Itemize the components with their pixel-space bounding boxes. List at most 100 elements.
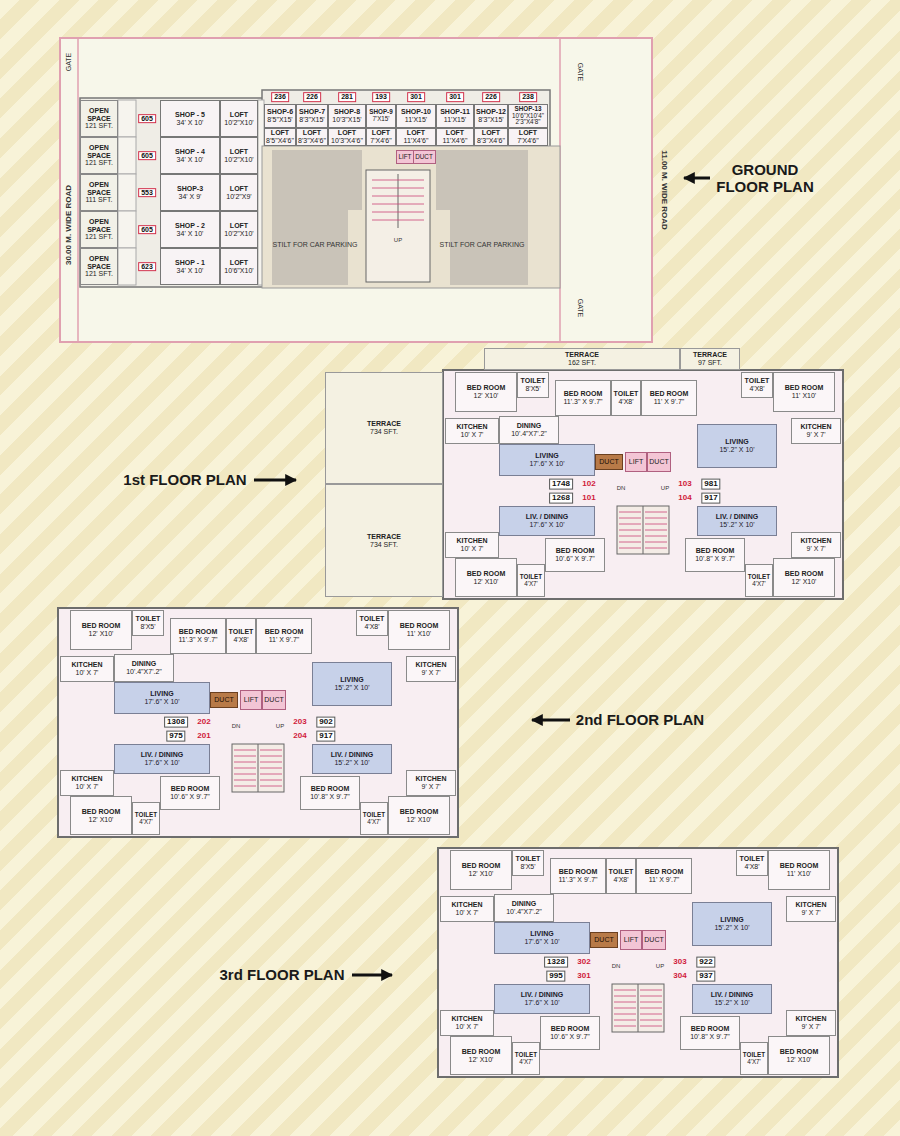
flat-area: 1308 — [164, 717, 188, 728]
shop-box: LOFT10'2"X9' — [220, 174, 258, 211]
room-name: LIFT — [244, 696, 258, 704]
room-dimension: 12' X10' — [469, 1056, 494, 1064]
room-dimension: 10'.6" X 9'.7" — [550, 1033, 590, 1041]
room-name: DUCT — [644, 936, 663, 944]
room-box: TOILET8'X5' — [132, 610, 164, 636]
living-room-box: LIV. / DINING17'.6" X 10' — [499, 506, 595, 536]
room-name: BED ROOM — [696, 547, 735, 555]
room-name: SHOP-13 — [515, 106, 542, 113]
room-name: LOFT — [303, 129, 321, 137]
flat-area: 922 — [696, 957, 715, 968]
room-name: LIV. / DINING — [526, 513, 569, 521]
parking-label: STILT FOR CAR PARKING — [440, 241, 525, 249]
room-box: BED ROOM12' X10' — [455, 558, 517, 597]
room-box: KITCHEN9' X 7' — [791, 418, 841, 444]
room-box: TOILET8'X5' — [512, 850, 544, 876]
shop-box: LOFT10'2"X10' — [220, 211, 258, 248]
room-dimension: 10'.8" X 9'.7" — [690, 1033, 730, 1041]
room-name: LOFT — [230, 185, 248, 193]
room-dimension: 8'3"X4'6" — [477, 137, 505, 145]
room-box: TOILET4'X8' — [611, 380, 641, 416]
room-dimension: 15'.2" X 10' — [714, 924, 749, 932]
room-name: LIVING — [150, 690, 173, 698]
room-name: BED ROOM — [785, 384, 824, 392]
area-number: 238 — [519, 92, 537, 102]
flat-area: 1748 — [549, 479, 573, 490]
room-name: DINING — [132, 660, 157, 668]
flat-area: 981 — [701, 479, 720, 490]
room-name: SHOP - 2 — [175, 222, 205, 230]
room-name: BED ROOM — [559, 868, 598, 876]
service-box: DUCT — [262, 690, 286, 710]
shop-box: SHOP-810'3"X15' — [328, 104, 366, 128]
flat-number: 201 — [197, 732, 210, 741]
room-box: DINING10'.4"X7'.2" — [114, 654, 174, 682]
room-dimension: 8'3"X15' — [478, 116, 503, 124]
flat-area: 1328 — [544, 957, 568, 968]
room-box: KITCHEN10' X 7' — [440, 1010, 494, 1036]
room-name: LIFT — [399, 154, 412, 161]
room-box: TOILET4'X8' — [606, 858, 636, 894]
terrace-box: TERRACE97 SFT. — [680, 348, 740, 370]
living-room-box: LIVING15'.2" X 10' — [692, 902, 772, 946]
room-box: TOILET4'X7' — [512, 1042, 540, 1075]
living-room-box: LIV. / DINING17'.6" X 10' — [494, 984, 590, 1014]
room-box: BED ROOM12' X10' — [450, 1036, 512, 1075]
room-name: LIV. / DINING — [331, 751, 374, 759]
room-dimension: 10' X 7' — [456, 909, 479, 917]
room-dimension: 9' X 7' — [801, 909, 820, 917]
room-name: LIV. / DINING — [141, 751, 184, 759]
open-space-box: OPEN SPACE121 SFT. — [80, 137, 118, 174]
shop-box: LOFT11'X4'6" — [436, 128, 474, 146]
room-dimension: 9' X 7' — [806, 431, 825, 439]
room-box: KITCHEN9' X 7' — [786, 896, 836, 922]
room-dimension: 4'X7' — [752, 581, 766, 588]
room-dimension: 2'3"X4'8" — [515, 119, 540, 126]
room-name: OPEN SPACE — [82, 218, 116, 233]
room-dimension: 17'.6" X 10' — [529, 460, 564, 468]
room-name: SHOP-7 — [299, 108, 325, 116]
room-name: TOILET — [360, 615, 385, 623]
room-dimension: 734 SFT. — [370, 428, 398, 436]
flat-number: 204 — [293, 732, 306, 741]
room-name: KITCHEN — [415, 661, 446, 669]
service-box: LIFT — [625, 452, 647, 472]
stair-label: UP — [393, 237, 403, 244]
room-name: LOFT — [446, 129, 464, 137]
flat-area: 917 — [701, 493, 720, 504]
room-box: TOILET4'X7' — [745, 564, 773, 597]
room-dimension: 34' X 10' — [177, 230, 204, 238]
service-box: DUCT — [642, 930, 666, 950]
room-dimension: 4'X8' — [364, 623, 379, 631]
living-room-box: LIVING17'.6" X 10' — [114, 682, 210, 714]
room-dimension: 10'.4"X7'.2" — [511, 430, 547, 438]
area-number: 605 — [138, 114, 156, 124]
shop-box: SHOP-78'3"X15' — [296, 104, 328, 128]
room-name: TOILET — [614, 390, 639, 398]
room-name: SHOP - 5 — [175, 111, 205, 119]
room-dimension: 12' X10' — [474, 578, 499, 586]
service-box: DUCT — [413, 150, 436, 164]
room-dimension: 34' X 10' — [177, 267, 204, 275]
area-number: 226 — [303, 92, 321, 102]
room-name: KITCHEN — [415, 775, 446, 783]
shop-box: SHOP-1011'X15' — [396, 104, 436, 128]
gate-label: GATE — [576, 63, 584, 82]
room-dimension: 4'X8' — [749, 385, 764, 393]
room-dimension: 10'3"X4'6" — [331, 137, 363, 145]
room-dimension: 11' X10' — [407, 630, 431, 638]
room-dimension: 8'X5' — [140, 623, 155, 631]
shop-box: LOFT11'X4'6" — [396, 128, 436, 146]
room-name: LIVING — [340, 676, 363, 684]
room-box: BED ROOM10'.8" X 9'.7" — [680, 1016, 740, 1050]
room-dimension: 10'2"X10' — [224, 119, 253, 127]
room-name: DUCT — [264, 696, 283, 704]
flat-number: 101 — [582, 494, 595, 503]
room-dimension: 10'2"X10' — [224, 156, 253, 164]
room-name: KITCHEN — [456, 423, 487, 431]
room-dimension: 8'X5' — [520, 863, 535, 871]
room-name: BED ROOM — [785, 570, 824, 578]
room-box: BED ROOM10'.8" X 9'.7" — [300, 776, 360, 810]
room-name: BED ROOM — [691, 1025, 730, 1033]
room-dimension: 17'.6" X 10' — [144, 759, 179, 767]
